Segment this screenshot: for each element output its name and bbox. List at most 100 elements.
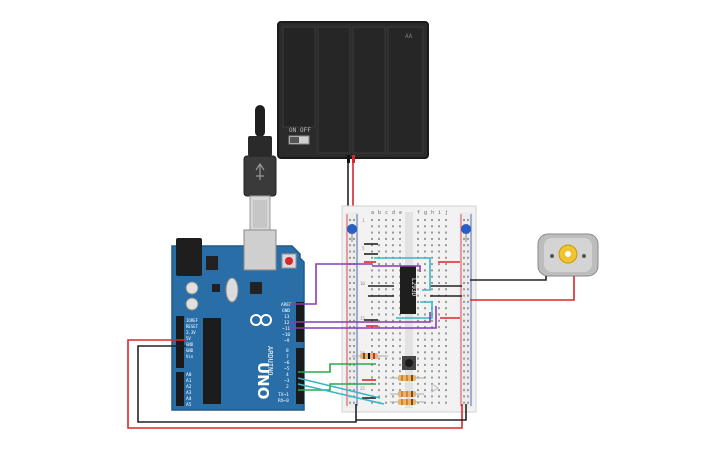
- breadboard-hole[interactable]: [431, 345, 433, 347]
- breadboard-hole[interactable]: [385, 231, 387, 234]
- breadboard-hole[interactable]: [431, 376, 433, 379]
- breadboard-hole[interactable]: [424, 357, 426, 360]
- breadboard-hole[interactable]: [431, 338, 433, 341]
- breadboard-hole[interactable]: [378, 357, 380, 360]
- breadboard-hole[interactable]: [424, 345, 426, 347]
- breadboard-hole[interactable]: [438, 345, 440, 347]
- breadboard-hole[interactable]: [385, 288, 387, 291]
- breadboard-hole[interactable]: [445, 250, 447, 253]
- breadboard-hole[interactable]: [467, 307, 469, 310]
- breadboard-hole[interactable]: [424, 294, 426, 297]
- breadboard-hole[interactable]: [399, 313, 401, 316]
- breadboard-hole[interactable]: [392, 225, 394, 228]
- breadboard-hole[interactable]: [424, 326, 426, 329]
- breadboard-hole[interactable]: [353, 294, 355, 297]
- breadboard-hole[interactable]: [463, 357, 465, 360]
- breadboard-hole[interactable]: [438, 307, 440, 310]
- breadboard-hole[interactable]: [385, 370, 387, 373]
- breadboard-hole[interactable]: [424, 376, 426, 379]
- resistor-4[interactable]: [390, 399, 424, 405]
- breadboard-hole[interactable]: [417, 288, 419, 291]
- digital-header[interactable]: [296, 302, 304, 404]
- breadboard-hole[interactable]: [417, 363, 419, 366]
- breadboard-hole[interactable]: [371, 313, 373, 316]
- breadboard-hole[interactable]: [431, 275, 433, 278]
- breadboard-hole[interactable]: [467, 370, 469, 373]
- breadboard-hole[interactable]: [399, 332, 401, 335]
- breadboard-hole[interactable]: [385, 395, 387, 398]
- breadboard-hole[interactable]: [392, 250, 394, 253]
- breadboard-hole[interactable]: [417, 332, 419, 335]
- breadboard-hole[interactable]: [353, 219, 355, 221]
- breadboard-hole[interactable]: [467, 288, 469, 291]
- breadboard-hole[interactable]: [385, 263, 387, 266]
- breadboard-hole[interactable]: [399, 263, 401, 266]
- breadboard-hole[interactable]: [349, 376, 351, 379]
- breadboard-hole[interactable]: [371, 256, 373, 259]
- breadboard-hole[interactable]: [378, 313, 380, 316]
- breadboard-hole[interactable]: [349, 319, 351, 322]
- breadboard-hole[interactable]: [438, 225, 440, 228]
- breadboard-hole[interactable]: [463, 401, 465, 404]
- breadboard-hole[interactable]: [424, 275, 426, 278]
- breadboard-hole[interactable]: [385, 300, 387, 303]
- breadboard-hole[interactable]: [467, 282, 469, 284]
- breadboard-hole[interactable]: [378, 307, 380, 310]
- breadboard-hole[interactable]: [467, 401, 469, 404]
- breadboard-hole[interactable]: [463, 244, 465, 247]
- breadboard-hole[interactable]: [424, 351, 426, 354]
- breadboard-hole[interactable]: [417, 351, 419, 354]
- breadboard-hole[interactable]: [353, 313, 355, 316]
- breadboard-hole[interactable]: [353, 370, 355, 373]
- breadboard-hole[interactable]: [445, 256, 447, 259]
- breadboard-hole[interactable]: [467, 250, 469, 253]
- breadboard-hole[interactable]: [371, 219, 373, 221]
- breadboard-hole[interactable]: [378, 231, 380, 234]
- breadboard-hole[interactable]: [445, 338, 447, 341]
- breadboard-hole[interactable]: [385, 244, 387, 247]
- breadboard-hole[interactable]: [385, 219, 387, 221]
- breadboard-hole[interactable]: [438, 401, 440, 404]
- breadboard-hole[interactable]: [392, 401, 394, 404]
- breadboard-hole[interactable]: [463, 326, 465, 329]
- breadboard-hole[interactable]: [392, 345, 394, 347]
- breadboard-hole[interactable]: [399, 319, 401, 322]
- breadboard-hole[interactable]: [424, 370, 426, 373]
- breadboard-hole[interactable]: [463, 256, 465, 259]
- breadboard-hole[interactable]: [438, 319, 440, 322]
- breadboard-hole[interactable]: [463, 338, 465, 341]
- arduino-uno-board[interactable]: ARDUINO UNO AREF GND 13 12 ~11 ~10 ~9 8 …: [171, 229, 305, 411]
- breadboard-hole[interactable]: [445, 313, 447, 316]
- breadboard-hole[interactable]: [438, 326, 440, 329]
- usb-cable[interactable]: [243, 105, 277, 233]
- breadboard-hole[interactable]: [349, 275, 351, 278]
- breadboard-hole[interactable]: [378, 237, 380, 240]
- breadboard-hole[interactable]: [349, 288, 351, 291]
- breadboard-hole[interactable]: [399, 357, 401, 360]
- breadboard-hole[interactable]: [349, 300, 351, 303]
- breadboard-hole[interactable]: [463, 300, 465, 303]
- breadboard-hole[interactable]: [392, 219, 394, 221]
- breadboard-hole[interactable]: [445, 225, 447, 228]
- wires[interactable]: [127, 263, 575, 429]
- breadboard-hole[interactable]: [424, 269, 426, 272]
- breadboard-hole[interactable]: [392, 338, 394, 341]
- breadboard-hole[interactable]: [467, 300, 469, 303]
- breadboard-hole[interactable]: [378, 351, 380, 354]
- breadboard-hole[interactable]: [438, 263, 440, 266]
- breadboard-hole[interactable]: [438, 250, 440, 253]
- breadboard-hole[interactable]: [385, 282, 387, 284]
- breadboard-hole[interactable]: [438, 370, 440, 373]
- breadboard-hole[interactable]: [467, 395, 469, 398]
- breadboard-hole[interactable]: [463, 219, 465, 221]
- capacitor-left[interactable]: [347, 224, 357, 242]
- breadboard-hole[interactable]: [463, 370, 465, 373]
- breadboard-hole[interactable]: [467, 219, 469, 221]
- breadboard-hole[interactable]: [424, 237, 426, 240]
- resistor-3[interactable]: [390, 391, 424, 397]
- breadboard-hole[interactable]: [371, 307, 373, 310]
- breadboard-hole[interactable]: [392, 288, 394, 291]
- breadboard-hole[interactable]: [385, 275, 387, 278]
- breadboard-hole[interactable]: [424, 319, 426, 322]
- breadboard-hole[interactable]: [371, 225, 373, 228]
